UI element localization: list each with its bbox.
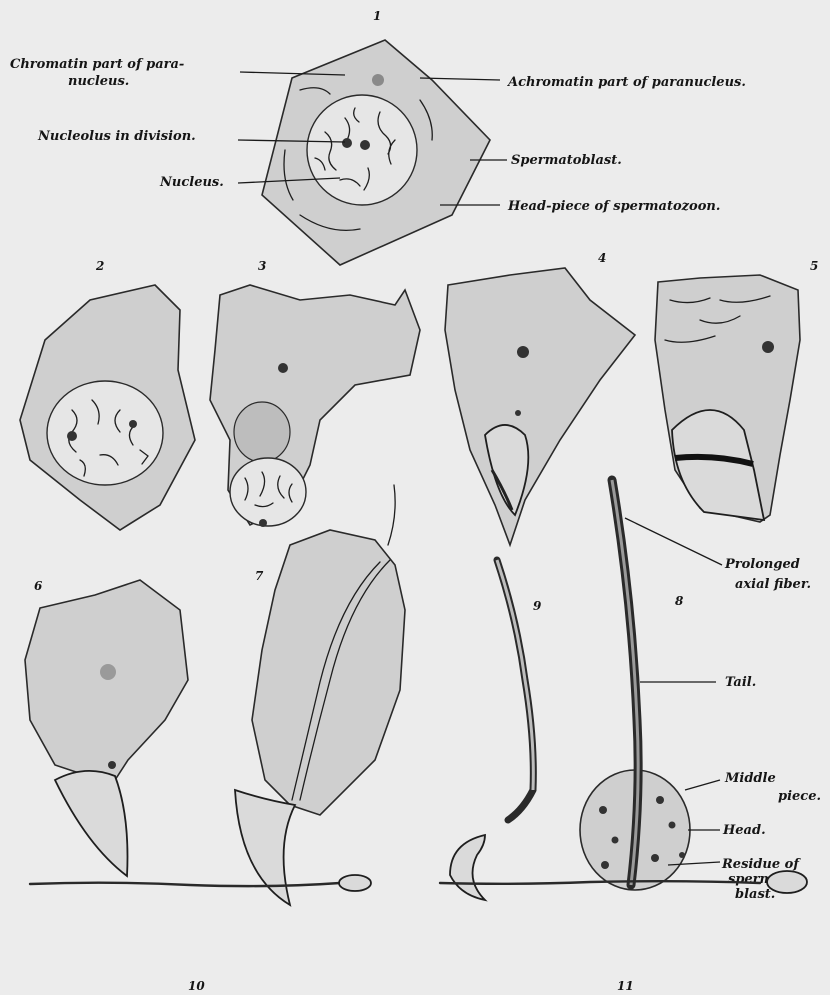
fig-number-4: 4 — [598, 251, 606, 265]
fig-number-10: 10 — [188, 979, 205, 993]
label-middle-line2: piece. — [778, 789, 821, 804]
cell-fig-5 — [655, 275, 800, 522]
label-chromatin-line2: nucleus. — [68, 74, 129, 89]
label-chromatin-line1: Chromatin part of para- — [10, 57, 184, 72]
cell-fig-3 — [210, 285, 420, 527]
label-spermatoblast: Spermatoblast. — [511, 153, 622, 168]
label-tail: Tail. — [725, 675, 756, 690]
label-head: Head. — [722, 823, 766, 838]
label-nucleus: Nucleus. — [159, 175, 224, 190]
fig-number-11: 11 — [617, 979, 634, 993]
label-residue-line1: Residue of — [721, 857, 801, 872]
fig-number-1: 1 — [373, 9, 381, 23]
label-achromatin: Achromatin part of paranucleus. — [506, 75, 746, 90]
fig-number-8: 8 — [675, 594, 684, 608]
cell-fig-4 — [445, 268, 635, 545]
label-headpiece: Head-piece of spermatozoon. — [507, 199, 720, 214]
cell-fig-6 — [25, 580, 188, 876]
fig-number-7: 7 — [255, 569, 264, 583]
fig-number-5: 5 — [810, 259, 818, 273]
fig-number-9: 9 — [533, 599, 542, 613]
spermatozoon-fig-10 — [30, 875, 371, 891]
cell-fig-7 — [235, 485, 405, 905]
label-prolonged-line2: axial fiber. — [735, 577, 811, 592]
fig-number-2: 2 — [95, 259, 104, 273]
label-nucleolus: Nucleolus in division. — [37, 129, 196, 144]
fig-number-3: 3 — [258, 259, 266, 273]
fig-number-6: 6 — [34, 579, 43, 593]
label-residue-line3: blast. — [735, 887, 775, 902]
cell-fig-9 — [450, 560, 533, 900]
label-middle-line1: Middle — [724, 771, 776, 786]
label-prolonged-line1: Prolonged — [724, 557, 800, 572]
cell-fig-2 — [20, 285, 195, 530]
